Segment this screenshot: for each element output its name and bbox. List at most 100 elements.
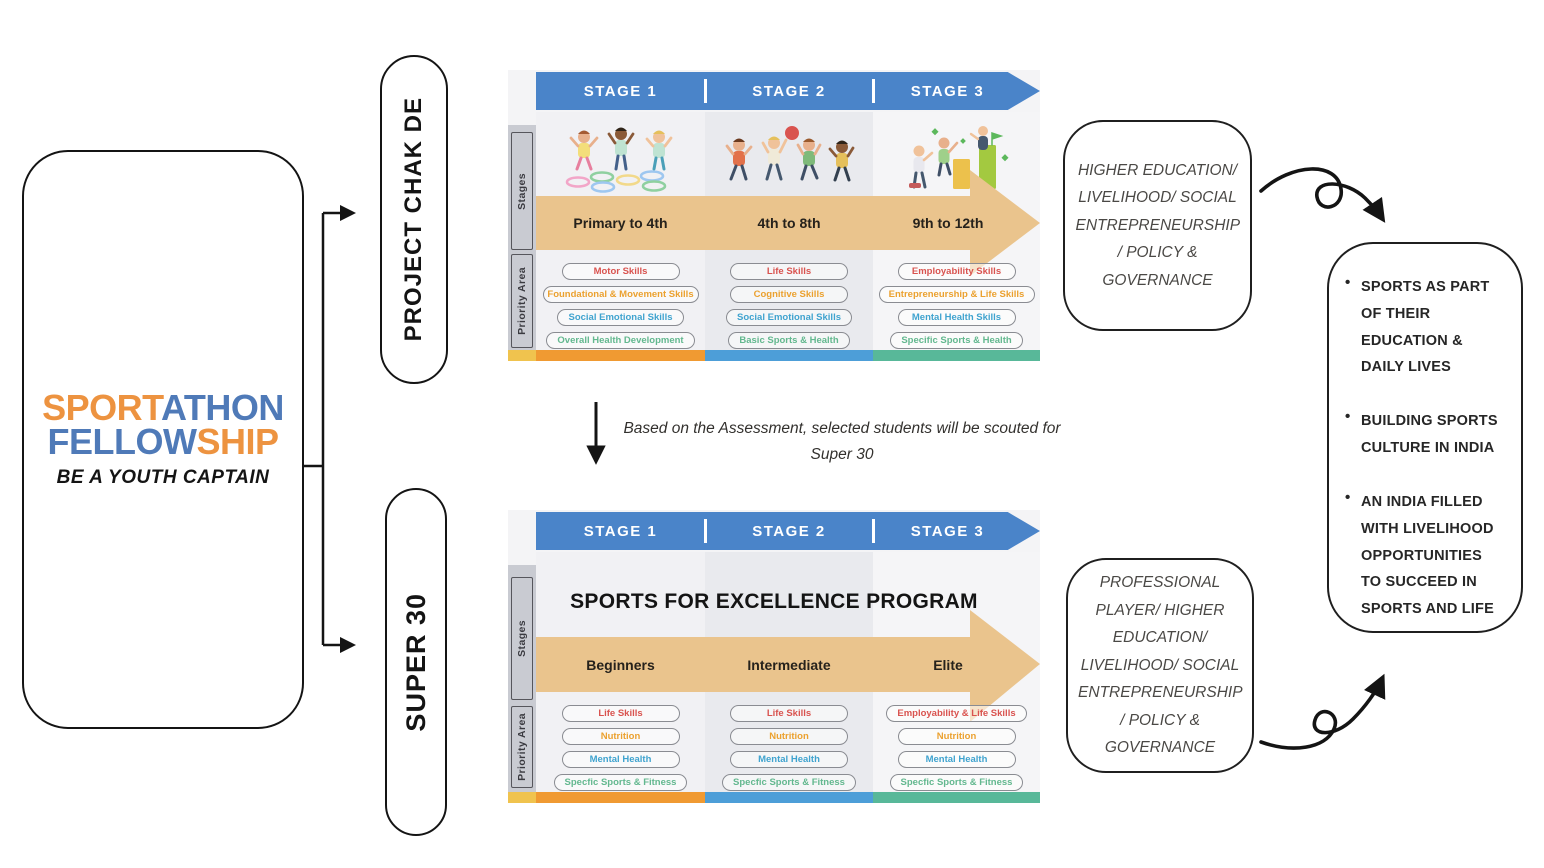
stage2-illustration (705, 124, 873, 194)
priority-pill: Employability & Life Skills (886, 705, 1027, 722)
curly-arrow-top (1259, 167, 1386, 223)
flag (990, 131, 1003, 146)
child-figure (607, 127, 634, 171)
person-figure (969, 126, 988, 150)
vision-item: • AN INDIA FILLED WITH LIVELIHOOD OPPORT… (1345, 489, 1505, 623)
priority-pill: Basic Sports & Health (728, 332, 850, 349)
child-figure (796, 138, 822, 181)
priority-pill: Specfic Sports & Fitness (722, 774, 856, 791)
footer-bar-yellow (508, 792, 536, 803)
bar-yellow (952, 159, 970, 189)
priority-pill: Nutrition (561, 728, 680, 745)
stage-header: STAGE 3 (910, 82, 985, 100)
banner-divider (872, 519, 875, 543)
priority-pill: Social Emotional Skills (725, 309, 852, 326)
vision-item: • SPORTS AS PART OF THEIR EDUCATION & DA… (1345, 274, 1505, 381)
bar-green (978, 145, 996, 189)
branch-connector (300, 204, 357, 654)
career-growth-bars-illustration (908, 126, 1009, 189)
hopscotch-rings (565, 170, 666, 193)
priority-area-row-label: Priority Area (511, 706, 533, 788)
priority-area-row-label: Priority Area (511, 254, 533, 348)
footer-bar-blue (705, 350, 873, 361)
stage-header: STAGE 2 (752, 522, 826, 540)
child-figure (569, 130, 598, 171)
stage-banner: STAGE 1 STAGE 2 STAGE 3 (536, 72, 1040, 110)
branch-label: PROJECT CHAK DE (400, 97, 427, 342)
super30-priority-column-2: Life Skills Nutrition Mental Health Spec… (705, 705, 873, 791)
priority-pill: Foundational & Movement Skills (542, 286, 699, 303)
priority-pill: Social Emotional Skills (557, 309, 684, 326)
bullet-icon: • (1345, 408, 1351, 426)
priority-pill: Entrepreneurship & Life Skills (878, 286, 1035, 303)
person-figure (937, 137, 958, 177)
stage2-level: Intermediate (747, 657, 831, 673)
sparkles (930, 128, 1009, 162)
chakde-priority-column-1: Motor Skills Foundational & Movement Ski… (536, 263, 705, 349)
stage-header: STAGE 3 (910, 522, 985, 540)
stage1-illustration (536, 124, 705, 194)
stage-header: STAGE 2 (752, 82, 826, 100)
branch-project-chak-de: PROJECT CHAK DE (380, 55, 448, 384)
ball (785, 126, 799, 140)
branch-super-30: SUPER 30 (385, 488, 447, 836)
priority-pill: Cognitive Skills (730, 286, 848, 303)
priority-pill: Mental Health Skills (897, 309, 1016, 326)
chakde-priority-column-3: Employability Skills Entrepreneurship & … (873, 263, 1040, 349)
chakde-stage-table: STAGE 1 STAGE 2 STAGE 3 Stages Priority … (508, 70, 1040, 362)
assessment-note: Based on the Assessment, selected studen… (623, 420, 1061, 464)
footer-bar-orange (536, 792, 705, 803)
children-ball-game-illustration (725, 126, 855, 182)
branch-label: SUPER 30 (400, 592, 431, 732)
brand-tagline: BE A YOUTH CAPTAIN (56, 466, 270, 488)
footer-bar-green (873, 792, 1040, 803)
program-title: SPORTS FOR EXCELLENCE PROGRAM (570, 590, 978, 613)
stages-row-label: Stages (511, 132, 533, 250)
stage-header: STAGE 1 (583, 82, 658, 100)
child-figure (828, 140, 855, 182)
stages-arrow (536, 610, 1040, 722)
priority-pill: Motor Skills (561, 263, 680, 280)
brand-line-1: SPORTATHON (42, 386, 284, 428)
super30-priority-column-3: Employability & Life Skills Nutrition Me… (873, 705, 1040, 791)
banner-divider (704, 519, 707, 543)
curly-arrow-bottom (1259, 673, 1386, 750)
bullet-icon: • (1345, 274, 1351, 291)
vision-box: • SPORTS AS PART OF THEIR EDUCATION & DA… (1327, 242, 1523, 633)
priority-pill: Specfic Sports & Fitness (889, 774, 1024, 791)
priority-pill: Employability Skills (897, 263, 1016, 280)
banner-divider (872, 79, 875, 103)
stage3-level: Elite (933, 657, 963, 673)
priority-pill: Mental Health (730, 751, 848, 768)
banner-divider (704, 79, 707, 103)
footer-bar-green (873, 350, 1040, 361)
priority-pill: Overall Health Development (546, 332, 695, 349)
chakde-outcome-box: HIGHER EDUCATION/ LIVELIHOOD/ SOCIAL ENT… (1063, 120, 1252, 331)
super30-priority-column-1: Life Skills Nutrition Mental Health Spec… (536, 705, 705, 791)
chakde-priority-column-2: Life Skills Cognitive Skills Social Emot… (705, 263, 873, 349)
child-figure (725, 138, 753, 181)
footer-bar-yellow (508, 350, 536, 361)
priority-pill: Life Skills (561, 705, 680, 722)
stage3-level: 9th to 12th (912, 215, 984, 231)
bullet-icon: • (1345, 488, 1351, 506)
footer-bar-orange (536, 350, 705, 361)
stage1-level: Primary to 4th (573, 215, 668, 231)
stage1-level: Beginners (586, 657, 655, 673)
super30-outcome-box: PROFESSIONAL PLAYER/ HIGHER EDUCATION/ L… (1066, 558, 1254, 773)
priority-pill: Specific Sports & Health (890, 332, 1023, 349)
priority-pill: Mental Health (897, 751, 1016, 768)
super30-stage-table: STAGE 1 STAGE 2 STAGE 3 Stages Priority … (508, 510, 1040, 803)
stage2-level: 4th to 8th (757, 215, 821, 231)
priority-pill: Mental Health (561, 751, 680, 768)
priority-pill: Life Skills (730, 263, 848, 280)
brand-line-2: FELLOWSHIP (47, 420, 280, 462)
person-figure (908, 145, 933, 189)
stages-arrow (536, 170, 1040, 276)
priority-pill: Specfic Sports & Fitness (553, 774, 688, 791)
stage-banner: STAGE 1 STAGE 2 STAGE 3 (536, 512, 1040, 550)
child-figure (645, 130, 672, 171)
stages-row-label: Stages (511, 577, 533, 700)
vision-item: • BUILDING SPORTS CULTURE IN INDIA (1345, 408, 1505, 462)
